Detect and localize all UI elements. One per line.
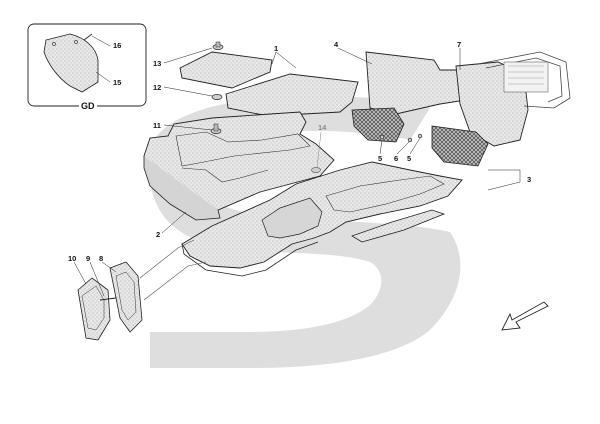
callout-14: 14 [318, 123, 327, 132]
part-11-clip [210, 123, 222, 134]
leader-lines [73, 47, 521, 297]
part-14-clip [311, 167, 321, 173]
part-2-front-carpet [143, 111, 335, 221]
part-12-clip [211, 94, 223, 100]
callout-4: 4 [334, 40, 339, 49]
callout-16: 16 [113, 41, 122, 50]
callout-9: 9 [86, 254, 91, 263]
callout-1: 1 [274, 44, 279, 53]
callout-5a: 5 [378, 154, 383, 163]
gd-inset [27, 23, 147, 107]
callout-3: 3 [527, 175, 532, 184]
part-3-tunnel-carpet [181, 161, 463, 277]
part-5-6-hooks [379, 133, 423, 143]
inset-caption-gd: GD [79, 101, 97, 111]
callout-5b: 5 [407, 154, 412, 163]
storage-net-right [431, 125, 489, 167]
callout-6: 6 [394, 154, 399, 163]
parts-8-9-10-side-trims [77, 239, 207, 341]
part-1-lower-mat [225, 73, 359, 117]
rear-bulkhead-frame [477, 51, 571, 109]
direction-arrow-icon [501, 301, 549, 331]
part-4-rear-panel [365, 51, 467, 115]
callout-15: 15 [113, 78, 122, 87]
callout-7: 7 [457, 40, 462, 49]
storage-net-left [351, 107, 405, 143]
gd-trim-panel [43, 33, 99, 93]
callout-10: 10 [68, 254, 77, 263]
callout-2: 2 [156, 230, 161, 239]
part-13-clip [212, 41, 224, 50]
callout-12: 12 [153, 83, 162, 92]
callout-8: 8 [99, 254, 104, 263]
callout-13: 13 [153, 59, 162, 68]
callout-11: 11 [153, 121, 161, 130]
part-1-upper-mat [179, 51, 273, 89]
